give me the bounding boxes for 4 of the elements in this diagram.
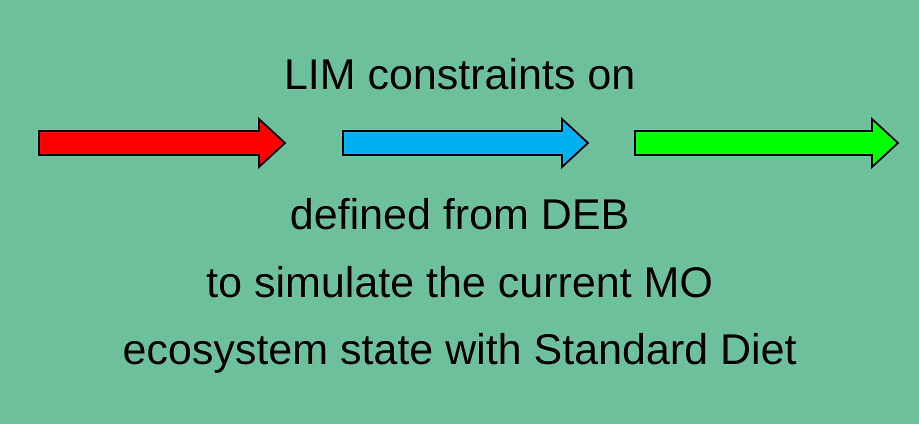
caption-text: to simulate the current MO [205,258,714,308]
caption-text: ecosystem state with Standard Diet [122,325,798,375]
caption-text: defined from DEB [288,190,630,240]
caption-text: LIM constraints on [282,50,636,100]
